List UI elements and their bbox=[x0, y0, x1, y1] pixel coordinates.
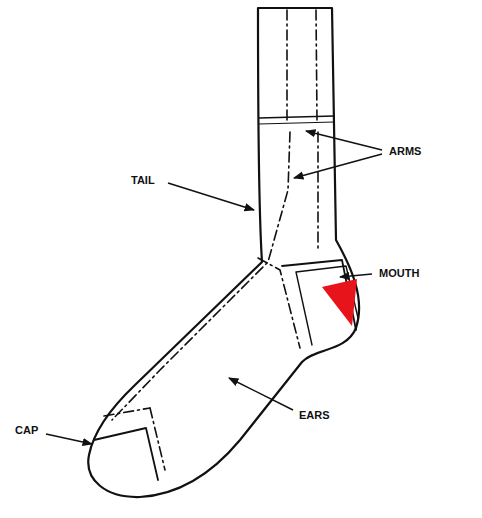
leader-arrow bbox=[306, 131, 382, 150]
leader-arrow bbox=[168, 183, 254, 210]
heel-outline bbox=[296, 266, 358, 345]
seam-line bbox=[112, 132, 290, 420]
leader-arrow bbox=[340, 274, 372, 277]
mouth-patch bbox=[322, 279, 357, 326]
toe-cap bbox=[94, 428, 158, 480]
part-label: EARS bbox=[298, 409, 331, 422]
seam-line bbox=[316, 10, 317, 120]
part-label: TAIL bbox=[130, 174, 156, 187]
seam-line bbox=[150, 408, 165, 470]
seam-line bbox=[104, 408, 150, 416]
sock-outline bbox=[88, 8, 359, 497]
part-label: ARMS bbox=[388, 145, 422, 158]
part-label: MOUTH bbox=[378, 267, 420, 280]
leader-arrow bbox=[46, 434, 92, 444]
seam-line bbox=[286, 10, 288, 120]
seam-line bbox=[258, 258, 300, 348]
heel-outline bbox=[282, 260, 356, 330]
seam-line bbox=[317, 132, 319, 250]
leader-arrow bbox=[229, 378, 293, 410]
part-label: CAP bbox=[14, 424, 39, 437]
cuff-line bbox=[259, 122, 334, 124]
leader-arrow bbox=[294, 154, 382, 178]
cuff-line bbox=[259, 116, 334, 118]
